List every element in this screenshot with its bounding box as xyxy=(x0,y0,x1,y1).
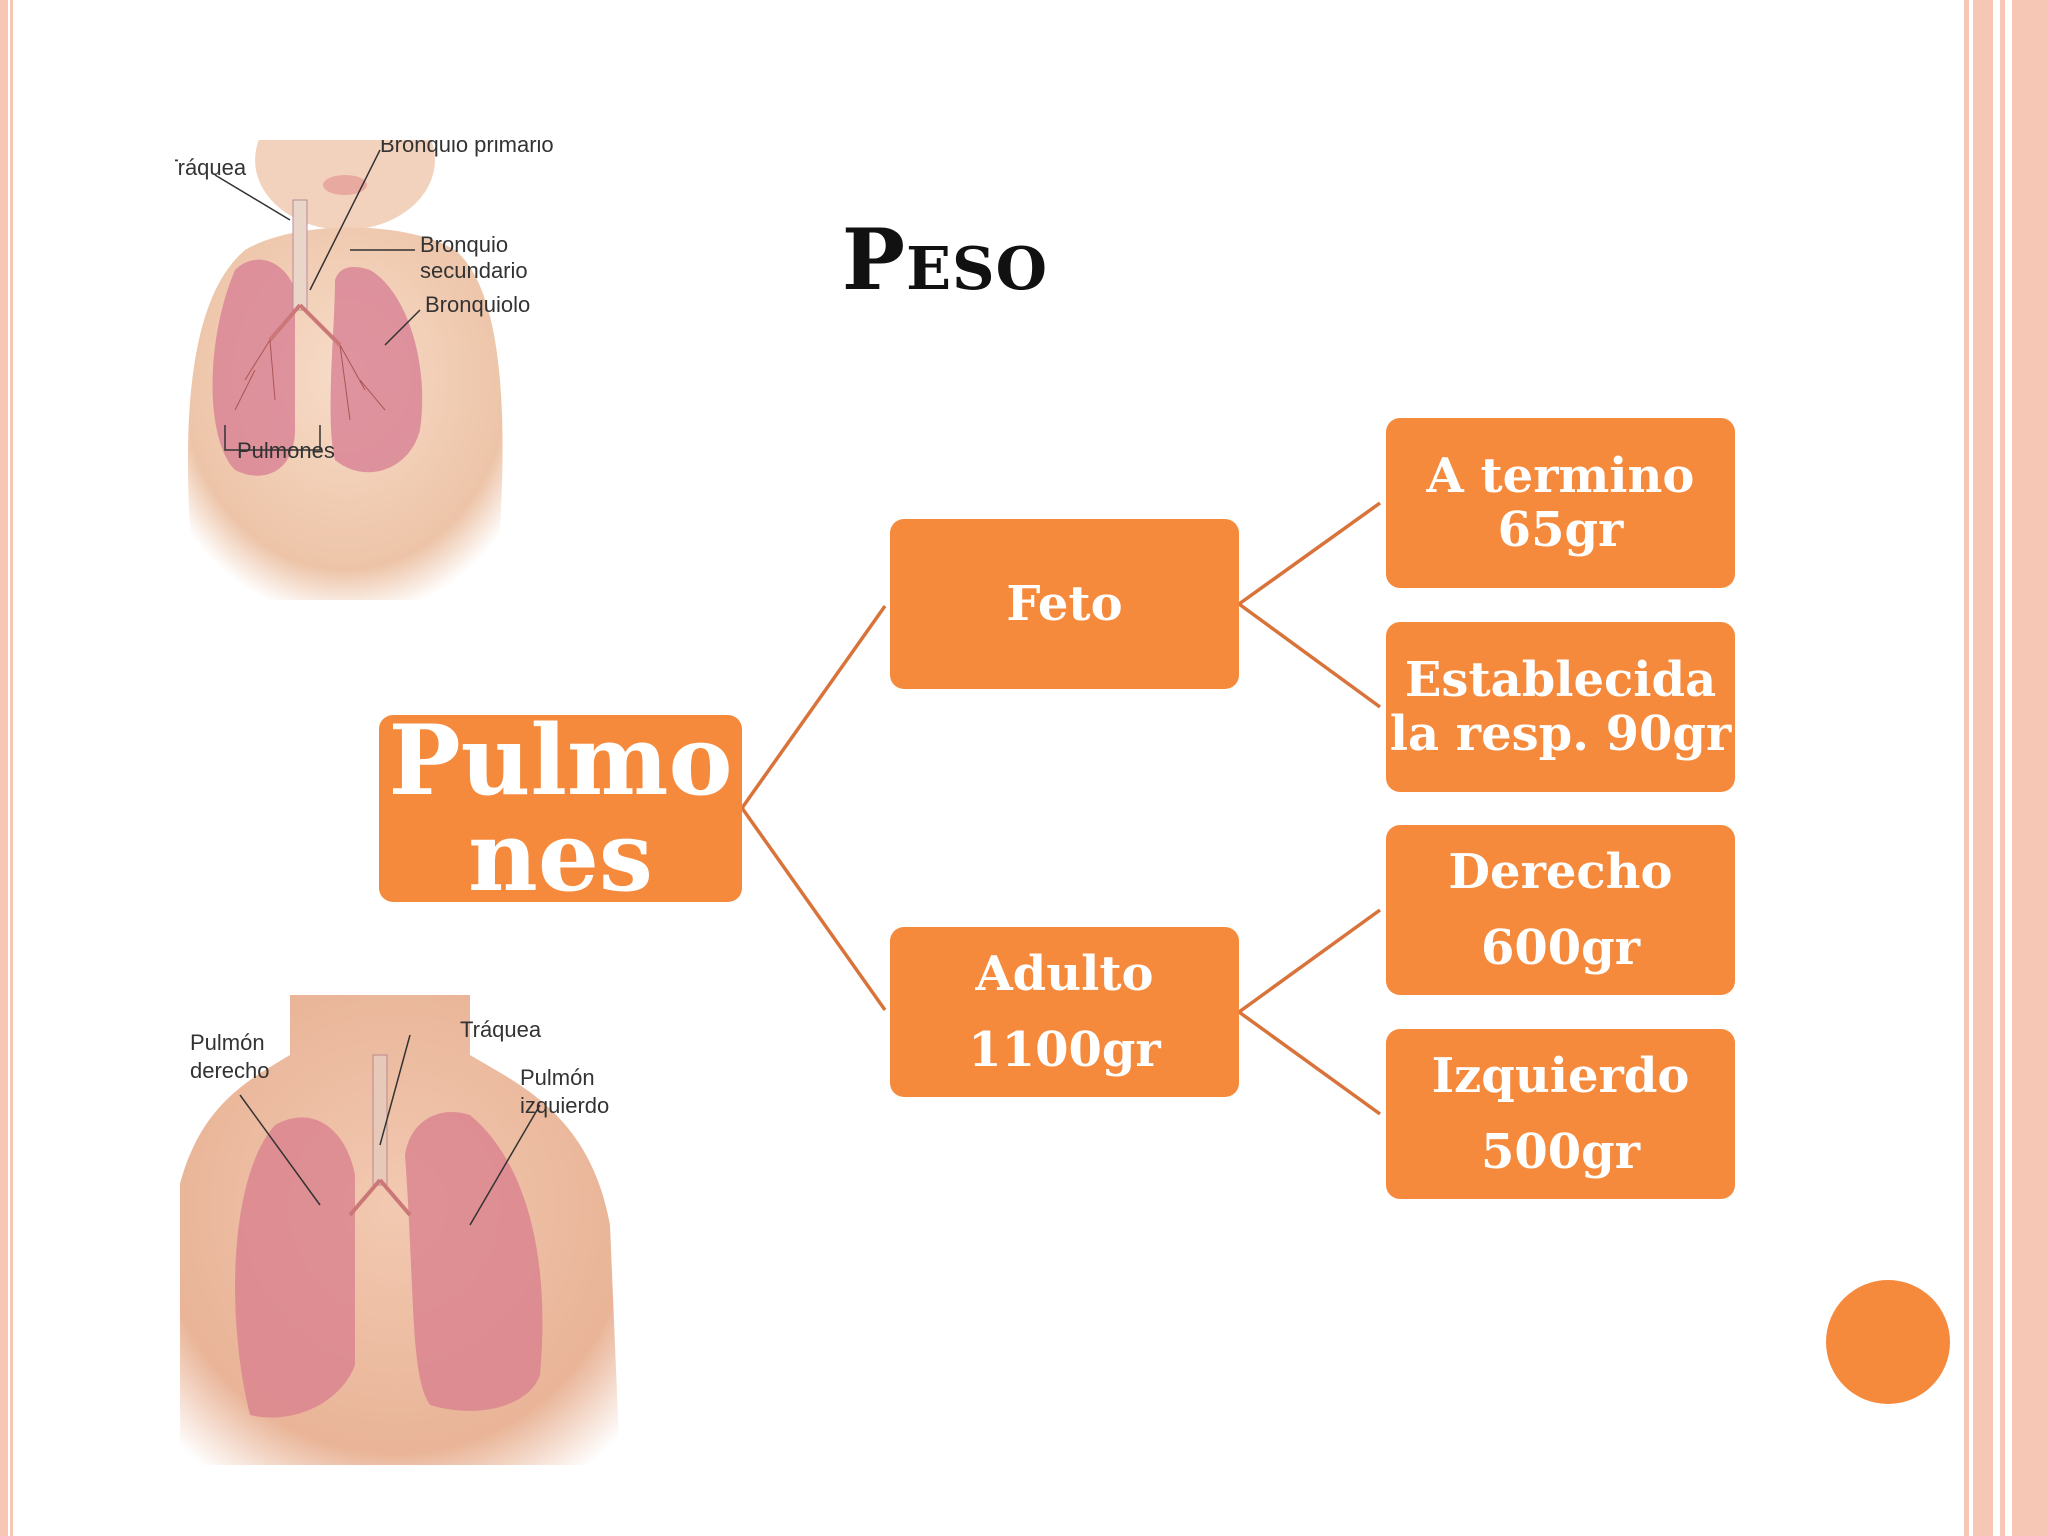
leaf-node-derecho-line1: Derecho xyxy=(1448,844,1673,900)
leaf-node-a-termino-line1: A termino xyxy=(1426,448,1695,504)
leaf-node-izquierdo-line1: Izquierdo xyxy=(1431,1048,1690,1104)
decorative-orange-circle xyxy=(1826,1280,1950,1404)
connector-adulto-derecho xyxy=(1237,908,1382,1014)
leaf-node-establecida-line1: Establecida xyxy=(1404,652,1717,708)
right-border-stripe-3 xyxy=(2000,0,2005,1536)
leaf-node-a-termino: A termino 65gr xyxy=(1386,418,1735,588)
label-bronquio-secundario-2: secundario xyxy=(420,258,528,283)
label-bronquio-secundario-1: Bronquio xyxy=(420,232,508,257)
label-traquea-adulto: Tráquea xyxy=(460,1017,542,1042)
label-bronquiolo: Bronquiolo xyxy=(425,292,530,317)
label-pulmon-izquierdo-1: Pulmón xyxy=(520,1065,595,1090)
branch-node-adulto-line1: Adulto xyxy=(975,946,1154,1002)
connector-root-feto xyxy=(740,604,887,810)
baby-lungs-illustration: Tráquea Bronquio primario Bronquio secun… xyxy=(175,140,615,600)
right-border-stripe-4 xyxy=(2012,0,2048,1536)
root-node-line2: nes xyxy=(468,799,653,913)
connector-adulto-izquierdo xyxy=(1237,1010,1382,1116)
label-pulmon-derecho-1: Pulmón xyxy=(190,1030,265,1055)
branch-node-adulto-line2: 1100gr xyxy=(968,1022,1161,1078)
connector-feto-termino xyxy=(1237,501,1382,606)
label-pulmones: Pulmones xyxy=(237,438,335,463)
leaf-node-derecho: Derecho 600gr xyxy=(1386,825,1735,995)
label-bronquio-primario: Bronquio primario xyxy=(380,140,554,157)
leaf-node-derecho-line2: 600gr xyxy=(1480,920,1641,976)
leaf-node-a-termino-line2: 65gr xyxy=(1497,502,1624,558)
slide-title: Peso xyxy=(841,210,1049,309)
root-node-line1: Pulmo xyxy=(388,703,733,817)
right-border-stripe-1 xyxy=(1964,0,1969,1536)
connector-feto-establecida xyxy=(1237,602,1382,709)
label-pulmon-izquierdo-2: izquierdo xyxy=(520,1093,609,1118)
label-pulmon-derecho-2: derecho xyxy=(190,1058,270,1083)
label-traquea: Tráquea xyxy=(175,155,247,180)
branch-node-adulto: Adulto 1100gr xyxy=(890,927,1239,1097)
right-border-stripe-2 xyxy=(1973,0,1993,1536)
branch-node-feto-label: Feto xyxy=(1006,576,1123,632)
left-border-thin-stripe xyxy=(10,0,13,1536)
root-node-pulmones: Pulmo nes xyxy=(379,703,742,913)
connector-root-adulto xyxy=(740,806,887,1012)
leaf-node-establecida: Establecida la resp. 90gr xyxy=(1386,622,1735,792)
leaf-node-establecida-line2: la resp. 90gr xyxy=(1389,706,1732,762)
adult-lungs-illustration: Pulmón derecho Tráquea Pulmón izquierdo xyxy=(180,995,620,1465)
left-border-stripe xyxy=(0,0,8,1536)
leaf-node-izquierdo-line2: 500gr xyxy=(1480,1124,1641,1180)
branch-node-feto: Feto xyxy=(890,519,1239,689)
leaf-node-izquierdo: Izquierdo 500gr xyxy=(1386,1029,1735,1199)
